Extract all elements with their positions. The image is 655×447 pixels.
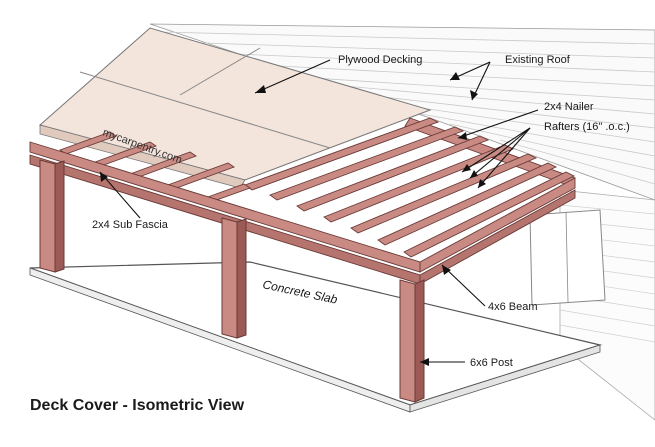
label-plywood-decking: Plywood Decking [338, 54, 422, 66]
end-fascia-board [419, 177, 576, 273]
arrow-fascia [99, 171, 141, 219]
posts [39, 159, 425, 403]
arrow-rafter-1 [461, 127, 531, 173]
rafter [269, 126, 465, 201]
end-beam-board [419, 189, 576, 285]
arrowheads [100, 72, 486, 366]
rafter [377, 162, 558, 246]
rafter [296, 135, 490, 212]
rafter [403, 171, 576, 258]
rafter [323, 144, 515, 223]
arrow-plywood [254, 59, 331, 94]
callout-arrows [99, 59, 539, 363]
label-beam: 4x6 Beam [488, 301, 538, 313]
arrow-nailer [457, 109, 539, 139]
label-rafters: Rafters (16" .o.c.) [544, 121, 630, 133]
house-wall [529, 189, 655, 421]
label-existing-roof: Existing Roof [505, 54, 571, 66]
post-left [39, 159, 65, 273]
arrow-rafter-3 [477, 127, 531, 189]
post-right [399, 279, 425, 403]
label-nailer: 2x4 Nailer [544, 101, 594, 113]
label-post: 6x6 Post [470, 357, 513, 369]
concrete-slab [29, 261, 603, 413]
arrow-rafter-2 [469, 127, 531, 179]
arrow-beam [441, 264, 486, 307]
post-middle [221, 217, 247, 339]
label-sub-fascia: 2x4 Sub Fascia [92, 219, 169, 231]
diagram-title: Deck Cover - Isometric View [30, 397, 245, 414]
